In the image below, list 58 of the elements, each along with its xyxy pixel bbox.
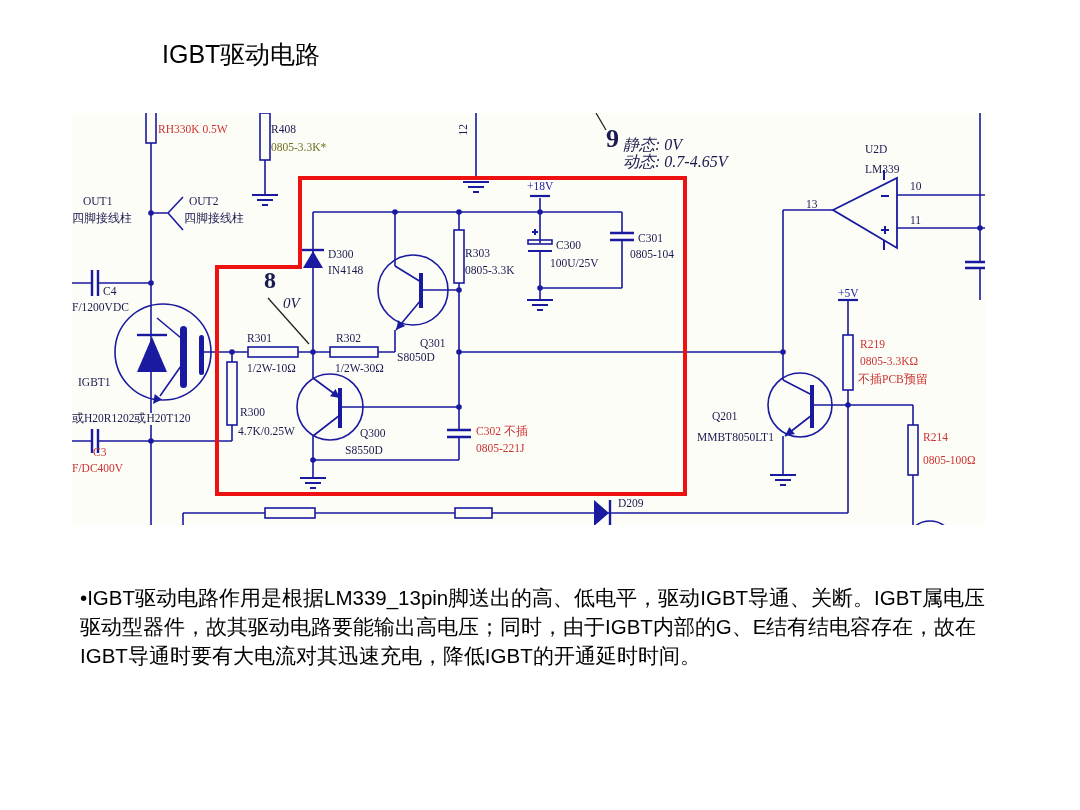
component-value: 0805-221J bbox=[476, 443, 525, 455]
leader-line bbox=[267, 297, 310, 345]
component-label: D209 bbox=[618, 498, 644, 510]
voltage-note: 0V bbox=[283, 296, 300, 311]
component-value: 100U/25V bbox=[550, 258, 599, 270]
voltage-note: 静态: 0V bbox=[623, 137, 683, 153]
component-label: R300 bbox=[240, 407, 265, 419]
pin-number: 13 bbox=[806, 199, 818, 211]
component-label: IGBT1 bbox=[78, 377, 111, 389]
component-value: 0805-104 bbox=[630, 249, 675, 261]
component-label: R302 bbox=[336, 333, 361, 345]
component-value: 0805-100Ω bbox=[923, 455, 976, 467]
terminal-label: 四脚接线柱 bbox=[72, 213, 132, 225]
component-value: S8050D bbox=[397, 352, 435, 364]
component-label: D300 bbox=[328, 249, 354, 261]
component-value: MMBT8050LT1 bbox=[697, 432, 774, 444]
component-label: Q300 bbox=[360, 428, 386, 440]
component-value: 0805-3.3KΩ bbox=[860, 356, 919, 368]
component-label: R303 bbox=[465, 248, 490, 260]
terminal-label: OUT2 bbox=[189, 196, 219, 208]
component-label: C301 bbox=[638, 233, 663, 245]
component-label: Q301 bbox=[420, 338, 446, 350]
component-label: R408 bbox=[271, 124, 296, 136]
component-value: LM339 bbox=[865, 164, 900, 176]
component-value: 1/2W-30Ω bbox=[335, 363, 384, 375]
component-label: C3 bbox=[93, 447, 107, 459]
callout-number: 8 bbox=[264, 268, 276, 292]
component-label: C4 bbox=[103, 286, 117, 298]
component-label: Q201 bbox=[712, 411, 738, 423]
component-value: F/1200VDC bbox=[72, 302, 129, 314]
voltage-label: +18V bbox=[527, 181, 554, 193]
component-value: RH330K 0.5W bbox=[158, 124, 228, 136]
pin-number: 10 bbox=[910, 181, 922, 193]
component-value: 4.7K/0.25W bbox=[238, 426, 295, 438]
pin-number: 12 bbox=[458, 124, 470, 136]
component-label: U2D bbox=[865, 144, 888, 156]
leader-line bbox=[595, 113, 607, 131]
diagram-title: IGBT驱动电路 bbox=[162, 39, 321, 70]
component-label: R219 bbox=[860, 339, 885, 351]
component-value: 0805-3.3K bbox=[465, 265, 515, 277]
terminal-label: OUT1 bbox=[83, 196, 113, 208]
component-label: R301 bbox=[247, 333, 272, 345]
component-value: IN4148 bbox=[328, 265, 364, 277]
component-label: C302 不插 bbox=[476, 426, 528, 438]
caption-paragraph: •IGBT驱动电路作用是根据LM339_13pin脚送出的高、低电平，驱动IGBT导通、关断。IGBT属电压驱动型器件，故其驱动电路要能输出高电压；同时，由于IGBT内部的G、E结有结电容存在，故在IGBT导通时要有大电流对其迅速充电，降低IGBT的开通延时时间。 bbox=[80, 585, 986, 669]
component-label: C300 bbox=[556, 240, 581, 252]
pin-number: 11 bbox=[910, 215, 922, 227]
component-label: R214 bbox=[923, 432, 948, 444]
component-value: 或H20R1202或H20T120 bbox=[72, 413, 191, 425]
component-value: S8550D bbox=[345, 445, 383, 457]
callout-number: 9 bbox=[606, 126, 619, 152]
voltage-label: +5V bbox=[838, 288, 859, 300]
component-value: 0805-3.3K* bbox=[271, 142, 327, 154]
component-value: 1/2W-10Ω bbox=[247, 363, 296, 375]
terminal-label: 四脚接线柱 bbox=[184, 213, 244, 225]
component-note: 不插PCB预留 bbox=[858, 374, 928, 386]
voltage-note: 动态: 0.7-4.65V bbox=[623, 154, 728, 170]
component-value: F/DC400V bbox=[72, 463, 124, 475]
